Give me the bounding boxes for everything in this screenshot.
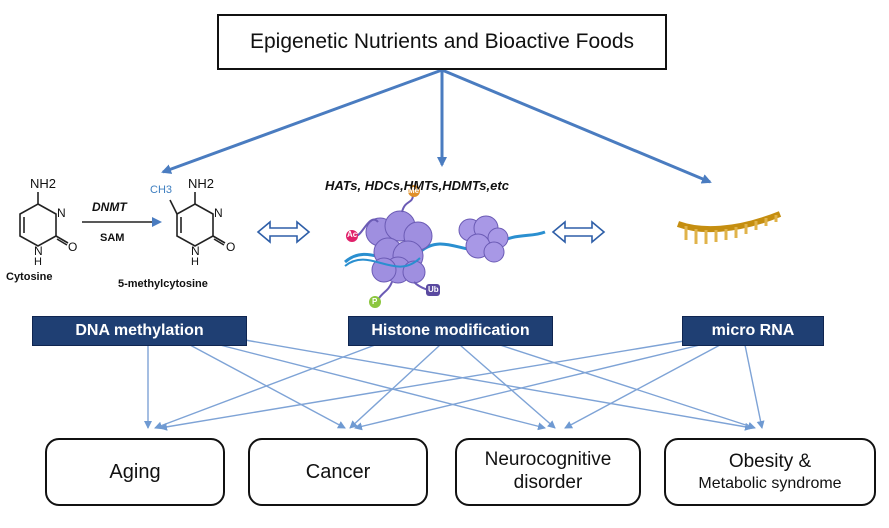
cytosine-o-label: O: [68, 240, 78, 254]
micro-rna-box: micro RNA: [682, 316, 824, 346]
neurocognitive-line2: disorder: [513, 472, 583, 493]
methyl-mark-label: Me: [408, 186, 420, 195]
link-mirna-neuro: [564, 344, 721, 429]
acetyl-label: Ac: [347, 230, 358, 239]
methylcytosine-h-label: H: [191, 256, 199, 268]
methyl-group-label: CH3: [150, 184, 173, 196]
obesity-line1: Obesity &: [728, 451, 812, 472]
histone-modification-box: Histone modification: [348, 316, 553, 346]
cytosine-structure: [19, 192, 69, 247]
link-histone-cancer: [349, 344, 441, 429]
cytosine-h-label: H: [34, 256, 42, 268]
link-histone-obesity: [499, 344, 756, 430]
link-histone-neuro: [459, 344, 556, 429]
obesity-box: Obesity & Metabolic syndrome: [664, 438, 876, 506]
methylcytosine-nh-label: N: [191, 244, 200, 258]
histone-octamer-small: [458, 215, 509, 263]
link-mirna-aging: [159, 339, 691, 431]
ubiquitin-label: Ub: [428, 285, 439, 294]
mechanism-outcome-links: [144, 339, 765, 431]
methyl-mark: [408, 185, 420, 197]
link-dna-cancer: [189, 344, 346, 429]
link-mirna-cancer: [354, 344, 701, 431]
nucleosome-illustration: [344, 185, 546, 308]
neurocognitive-box: Neurocognitive disorder: [455, 438, 641, 506]
cytosine-name: Cytosine: [6, 271, 53, 283]
methylcytosine-structure: [169, 192, 226, 247]
neurocognitive-line1: Neurocognitive: [484, 449, 612, 471]
aging-label: Aging: [109, 461, 161, 483]
mirna-illustration: [676, 211, 782, 244]
link-dna-obesity: [244, 339, 753, 431]
dnmt-label: DNMT: [92, 200, 127, 214]
methylcytosine-amino-label: NH2: [188, 176, 215, 191]
histone-octamer-large: [365, 210, 433, 284]
phospho-mark: [369, 296, 381, 308]
acetyl-mark: [346, 230, 358, 242]
double-arrow-right: [551, 220, 606, 244]
link-dna-neuro: [219, 344, 546, 431]
cytosine-nh-label: N: [34, 244, 43, 258]
double-arrow-left: [256, 220, 311, 244]
title-box: Epigenetic Nutrients and Bioactive Foods: [217, 14, 667, 70]
title-to-dna-arrow: [161, 68, 443, 174]
methylcytosine-n-label: N: [214, 206, 223, 220]
phospho-label: P: [372, 297, 378, 306]
link-mirna-obesity: [744, 344, 765, 429]
link-histone-aging: [154, 344, 376, 430]
ubiquitin-mark: [426, 284, 440, 296]
cytosine-n-label: N: [57, 206, 66, 220]
cancer-label: Cancer: [305, 461, 371, 483]
obesity-line2: Metabolic syndrome: [698, 474, 842, 492]
methylcytosine-o-label: O: [226, 240, 236, 254]
dna-methylation-box: DNA methylation: [32, 316, 247, 346]
histone-enzymes-label: HATs, HDCs,HMTs,HDMTs,etc: [325, 178, 509, 193]
methylcytosine-name: 5-methylcytosine: [118, 278, 208, 290]
cancer-box: Cancer: [248, 438, 428, 506]
title-to-mirna-arrow: [441, 68, 712, 184]
cytosine-amino-label: NH2: [30, 176, 57, 191]
sam-label: SAM: [100, 232, 125, 244]
aging-box: Aging: [45, 438, 225, 506]
